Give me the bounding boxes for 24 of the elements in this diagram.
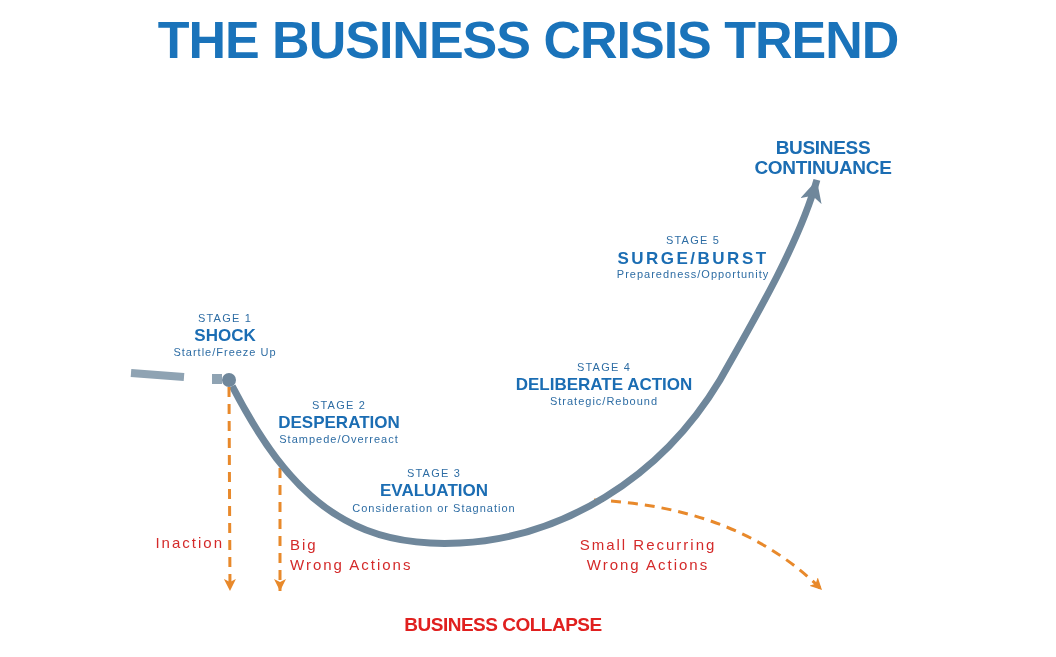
arrow-label: Big Wrong Actions: [290, 535, 413, 575]
stage-title: SHOCK: [194, 325, 256, 345]
stage-title: DELIBERATE ACTION: [515, 374, 693, 394]
stage-description: Preparedness/Opportunity: [616, 267, 770, 281]
arrow-label: Small Recurring Wrong Actions: [579, 535, 717, 575]
stage-title: SURGE/BURST: [617, 248, 769, 268]
stage-description: Strategic/Rebound: [549, 394, 659, 408]
title: THE BUSINESS CRISIS TREND: [157, 12, 899, 68]
arrow-label: Inaction: [155, 533, 224, 553]
stage-number: STAGE 3: [407, 466, 461, 480]
stage-title: DESPERATION: [278, 412, 400, 432]
start-dot: [222, 373, 236, 387]
stage-number: STAGE 2: [312, 398, 366, 412]
stage-description: Consideration or Stagnation: [352, 501, 516, 515]
goal-label: BUSINESS CONTINUANCE: [754, 138, 892, 178]
stage-number: STAGE 1: [198, 311, 252, 325]
curved-arrow: [229, 178, 821, 547]
stage-number: STAGE 5: [666, 233, 720, 247]
stage-title: EVALUATION: [380, 480, 488, 500]
stage-number: STAGE 4: [577, 360, 631, 374]
stage-description: Stampede/Overreact: [279, 432, 399, 446]
outcome-label: BUSINESS COLLAPSE: [404, 614, 602, 636]
dashed-arrow: [223, 387, 236, 591]
stage-description: Startle/Freeze Up: [173, 345, 277, 359]
